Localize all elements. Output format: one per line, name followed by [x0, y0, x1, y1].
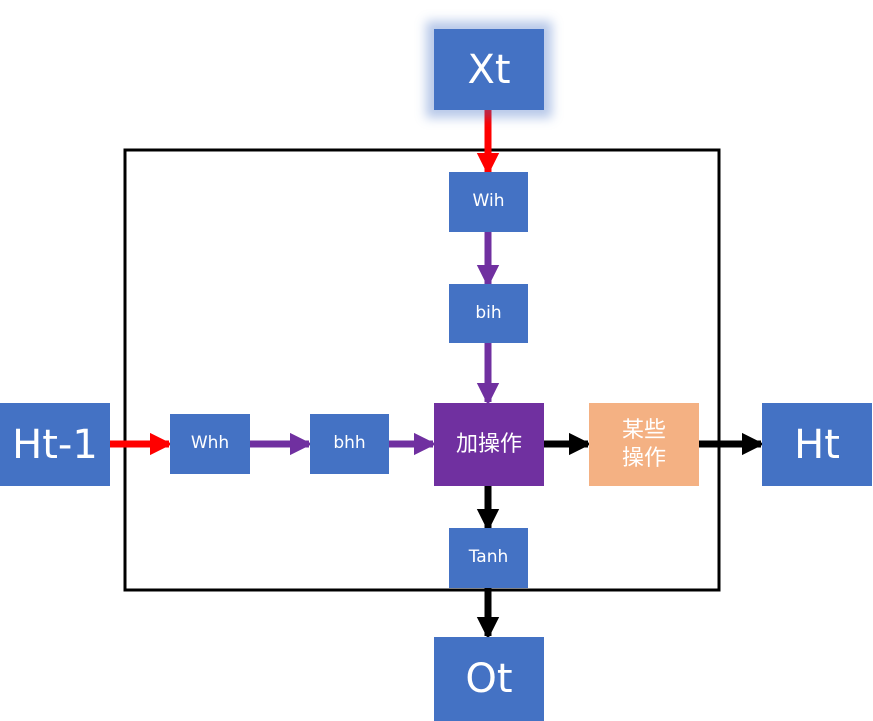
node-add-operation: 加操作 — [434, 403, 544, 486]
node-ot: Ot — [434, 637, 544, 721]
node-ht-prev: Ht-1 — [0, 403, 110, 486]
node-whh: Whh — [170, 414, 250, 474]
node-bih: bih — [449, 284, 528, 343]
node-bhh: bhh — [310, 414, 389, 474]
node-some-operation: 某些 操作 — [589, 403, 699, 486]
node-wih: Wih — [449, 172, 528, 232]
cell-frame — [123, 148, 721, 592]
node-tanh: Tanh — [449, 528, 528, 588]
node-xt: Xt — [434, 29, 544, 110]
node-ht: Ht — [762, 403, 872, 486]
